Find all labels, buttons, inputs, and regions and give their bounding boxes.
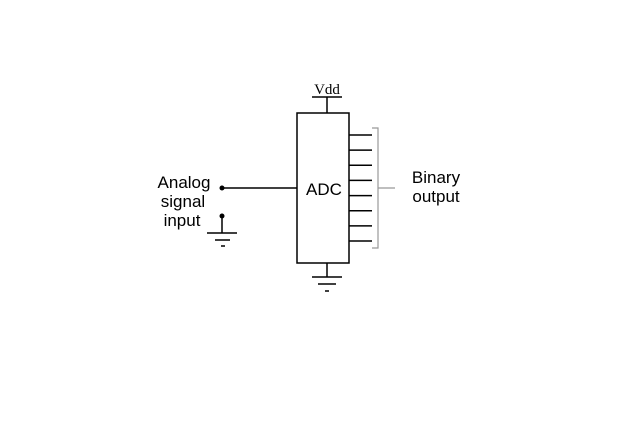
input-label-line2: signal — [161, 192, 205, 211]
input-label-line1: Analog — [158, 173, 211, 192]
output-bit-lines — [349, 134, 372, 242]
output-bracket — [372, 127, 395, 249]
ground-terminal-dot — [219, 213, 225, 219]
output-label-line1: Binary — [412, 168, 461, 187]
input-terminal-dot — [219, 185, 225, 191]
vdd-label: Vdd — [314, 82, 340, 98]
ground-symbol-adc — [312, 263, 342, 292]
output-label-line2: output — [412, 187, 460, 206]
input-label-line3: input — [164, 211, 201, 230]
vdd-terminal — [312, 96, 342, 113]
adc-label: ADC — [306, 180, 342, 199]
ground-symbol-input — [207, 216, 237, 247]
